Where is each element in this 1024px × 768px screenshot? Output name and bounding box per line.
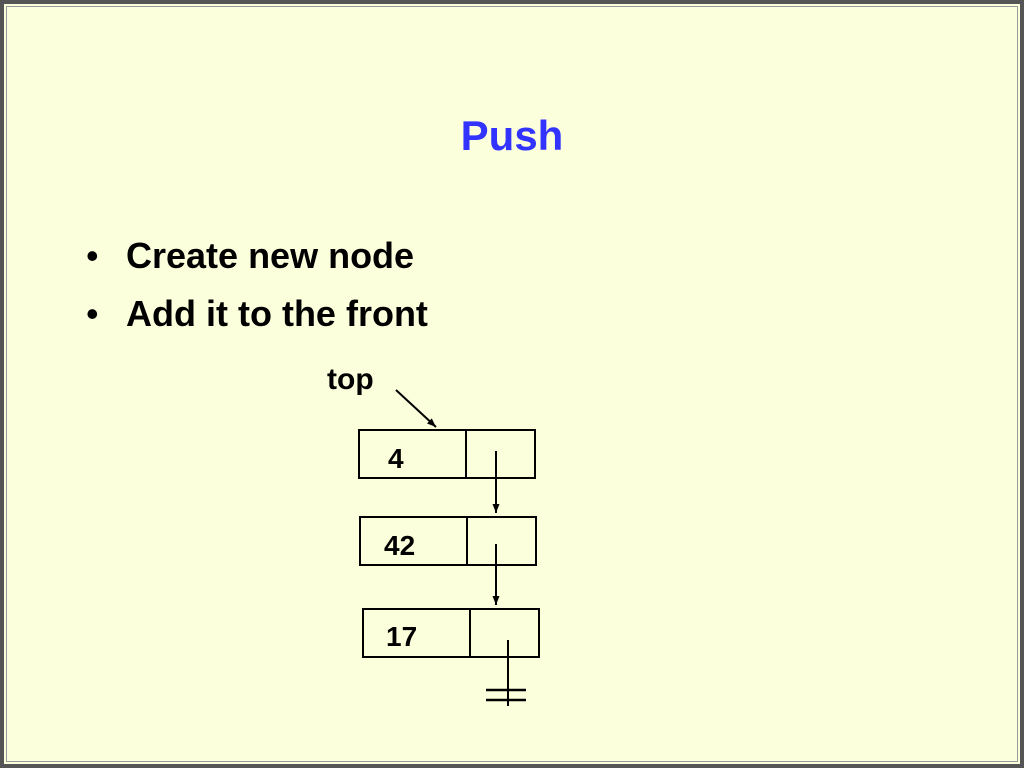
- node-box: [362, 608, 540, 658]
- bullet-icon: •: [86, 293, 99, 334]
- top-pointer-label: top: [327, 363, 374, 396]
- bullet-list: • Create new node • Add it to the front: [86, 230, 428, 346]
- bullet-item: • Add it to the front: [86, 288, 428, 346]
- node-value: 4: [388, 443, 404, 474]
- slide-title: Push: [460, 112, 564, 159]
- bullet-icon: •: [86, 235, 99, 276]
- top-pointer-arrow: [395, 389, 437, 428]
- bullet-text: Create new node: [126, 235, 415, 276]
- list-node: 42: [359, 516, 537, 566]
- list-node: 17: [362, 608, 540, 658]
- node-box: [359, 516, 537, 566]
- node-box: [358, 429, 536, 479]
- node-value: 42: [384, 530, 415, 561]
- bullet-item: • Create new node: [86, 230, 428, 288]
- null-ground-icon: [486, 640, 526, 706]
- node-value: 17: [386, 621, 417, 652]
- list-node: 4: [358, 429, 536, 479]
- bullet-text: Add it to the front: [126, 293, 428, 334]
